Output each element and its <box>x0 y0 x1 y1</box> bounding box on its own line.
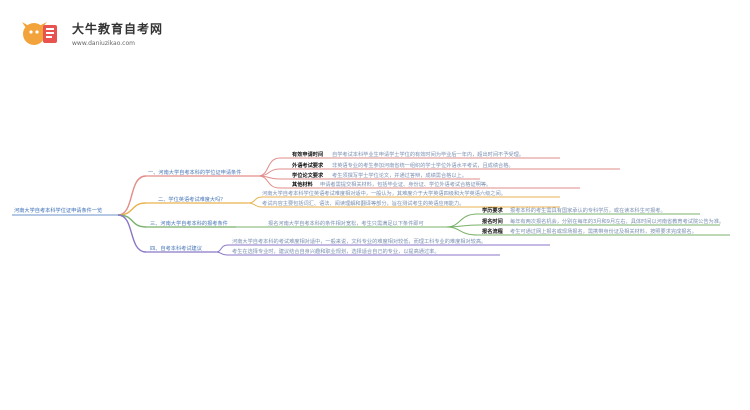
branch-1-item-1-text: 自学考试本科毕业生申请学士学位的有效时间为毕业后一年内，超出时间不予受理。 <box>332 150 524 158</box>
branch-1-item-3-key: 学位论文要求 <box>292 171 324 179</box>
branch-3-item-2-key: 报名时间 <box>482 217 503 225</box>
branch-4-detail-2: 考生在选择专业时，建议结合自身兴趣和职业规划，选择适合自己的专业，以提高通过率。 <box>232 247 440 255</box>
branch-1-label: 一、河南大学自考本科的学位证申请条件 <box>148 168 241 176</box>
branch-1[interactable]: 一、河南大学自考本科的学位证申请条件 有效申请时间 自学考试本科毕业生申请学士学… <box>146 150 620 189</box>
branch-2[interactable]: 二、学位英语考试难度大吗？ 河南大学自考本科学位英语考试难度相对适中，一般认为，… <box>146 189 560 208</box>
branch-3-item-1-key: 学历要求 <box>482 206 504 214</box>
branch-1-item-4-text: 申请者需提交相关材料，包括毕业证、身份证、学位外语考试合格证明等。 <box>320 180 491 188</box>
root-node[interactable]: 河南大学自考本科学位证申请条件一览 <box>12 206 118 216</box>
branch-2-detail-2: 考试内容主要包括词汇、语法、阅读理解和翻译等部分，旨在测试考生的英语应用能力。 <box>262 199 464 207</box>
root-connectors <box>117 175 147 253</box>
brand-url: www.daniuzikao.com <box>72 40 135 47</box>
branch-3-item-3-key: 报名流程 <box>482 227 504 235</box>
branch-3-label: 三、河南大学自考本科的报考条件 <box>150 219 228 227</box>
branch-1-item-4-key: 其他材料 <box>292 180 314 188</box>
branch-3-item-3-text: 考生可通过网上报名或现场报名，需携带身份证及相关材料，按照要求完成报名。 <box>510 227 697 235</box>
branch-3-item-2-text: 每年有两次报名机会，分别在每年的3月和9月左右，具体时间以河南省教育考试院公告为… <box>510 217 724 225</box>
branch-3-summary: 报名河南大学自考本科的条件相对宽松，考生只需满足以下条件即可 <box>268 219 424 227</box>
branch-4-label: 四、自考本科考试建议 <box>150 244 203 252</box>
branch-3[interactable]: 三、河南大学自考本科的报考条件 报名河南大学自考本科的条件相对宽松，考生只需满足… <box>146 206 730 236</box>
branch-1-item-2-key: 外语考试要求 <box>292 161 324 169</box>
brand-name: 大牛教育自考网 <box>72 22 164 36</box>
branch-1-item-1-key: 有效申请时间 <box>292 150 323 158</box>
branch-3-item-1-text: 报考本科的考生需具有国家承认的专科学历，或在读本科生可报考。 <box>510 206 666 214</box>
branch-4-detail-1: 河南大学自考本科的考试难度相对适中，一般来说，文科专业的难度相对较低，而理工科专… <box>232 237 486 245</box>
branch-2-label: 二、学位英语考试难度大吗？ <box>158 195 225 203</box>
root-label: 河南大学自考本科学位证申请条件一览 <box>14 206 102 214</box>
branch-2-detail-1: 河南大学自考本科学位英语考试难度相对适中，一般认为，其难度介于大学英语四级和大学… <box>262 189 506 197</box>
branch-1-item-3-text: 考生须撰写学士学位论文，并通过答辩，成绩需合格以上。 <box>332 171 467 179</box>
bull-head-icon <box>22 22 57 45</box>
branch-1-item-2-text: 非英语专业的考生参加河南省统一组织的学士学位外语水平考试，且成绩合格。 <box>332 161 514 169</box>
branch-4[interactable]: 四、自考本科考试建议 河南大学自考本科的考试难度相对适中，一般来说，文科专业的难… <box>146 237 550 256</box>
brand-logo[interactable]: 大牛教育自考网 www.daniuzikao.com <box>20 14 260 54</box>
